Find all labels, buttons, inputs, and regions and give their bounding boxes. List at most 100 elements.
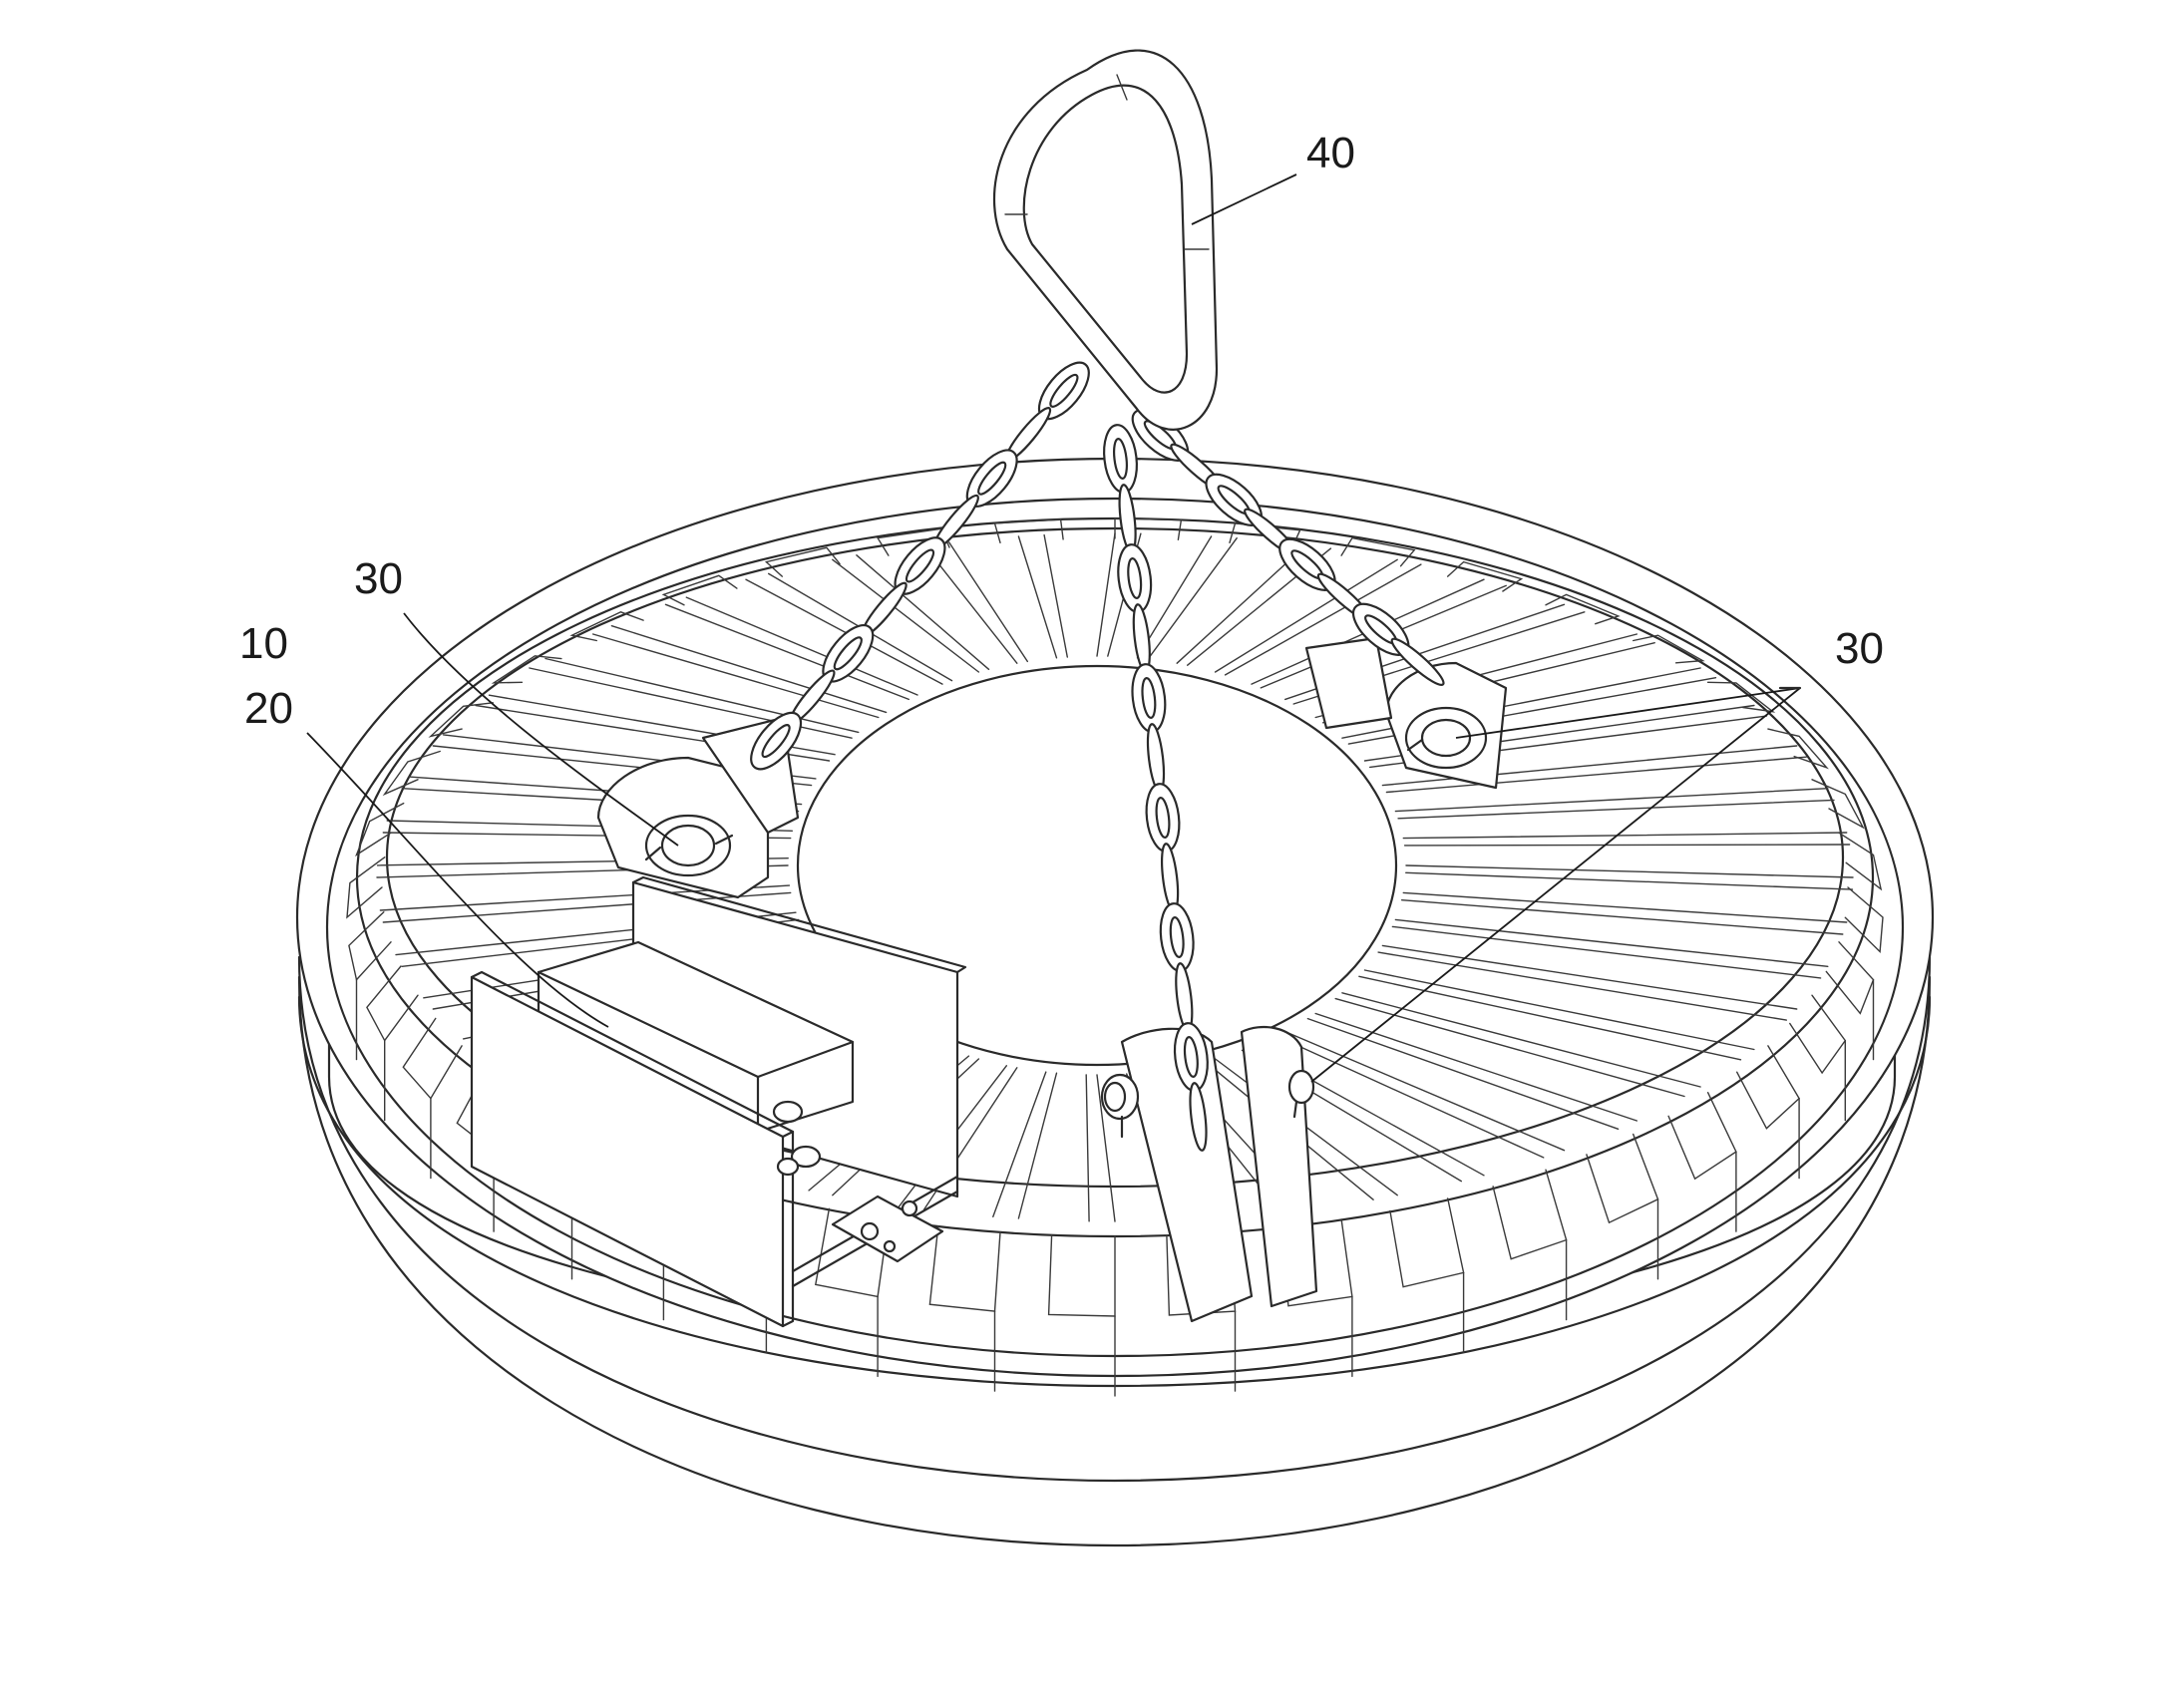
rim-tooth <box>993 518 1064 543</box>
leader-30-right-a <box>1455 687 1801 739</box>
rim-tooth <box>1825 941 1875 1015</box>
lifting-ring <box>993 49 1219 431</box>
rib-line <box>1224 563 1422 676</box>
rim-tooth <box>1492 1169 1568 1260</box>
rim-tooth <box>1389 1197 1465 1288</box>
chain-link <box>1390 637 1445 686</box>
left-pin <box>660 824 716 867</box>
rib-line <box>1017 1072 1058 1219</box>
rim-tooth <box>1667 1092 1737 1181</box>
rib-line <box>1394 918 1829 967</box>
label-40: 40 <box>1306 129 1355 177</box>
rim-tooth <box>1767 728 1829 770</box>
rib-line <box>1085 1074 1090 1222</box>
rim-tooth <box>764 546 841 577</box>
rib-line <box>832 558 980 673</box>
rib-line <box>1391 925 1822 979</box>
rib-line <box>664 603 909 701</box>
rib-line <box>947 541 1029 663</box>
rib-line <box>1306 1017 1620 1131</box>
leader-20 <box>306 732 609 1028</box>
chain-link-opening <box>761 724 791 759</box>
rim-tooth <box>1736 1045 1800 1130</box>
rim-tooth <box>661 574 738 606</box>
rib-line <box>382 891 792 923</box>
rib-line <box>1402 832 1848 840</box>
rim-tooth <box>1789 994 1847 1075</box>
leader-30-right-b <box>1310 687 1801 1083</box>
rim-tooth <box>348 911 392 982</box>
chain-link-opening <box>1049 373 1079 408</box>
rim-tooth <box>366 965 419 1042</box>
rib-line <box>1377 951 1788 1021</box>
rib-line <box>1400 899 1844 935</box>
rim-tooth <box>1340 536 1416 567</box>
rim-tooth <box>1447 560 1524 592</box>
reference-labels: 40 30 10 20 30 <box>239 129 1884 733</box>
rim-tooth <box>355 802 405 857</box>
rim-tooth <box>491 655 562 684</box>
reference-leaders <box>306 173 1802 1083</box>
rib-line <box>545 657 860 734</box>
rib-line <box>1405 871 1854 890</box>
chain-link-opening <box>1113 438 1128 480</box>
rim-tooth <box>928 1225 1001 1312</box>
rib-line <box>1402 891 1848 923</box>
rim-tooth <box>346 856 386 919</box>
rib-line <box>1147 537 1238 660</box>
rim-tooth <box>402 1017 463 1100</box>
rib-line <box>1363 969 1755 1051</box>
chain-link-opening <box>833 636 863 671</box>
rim-tooth <box>1811 779 1865 830</box>
label-30-left: 30 <box>354 554 403 603</box>
rib-line <box>1358 975 1742 1061</box>
rim-tooth <box>569 611 644 642</box>
rib-line <box>1043 533 1069 658</box>
leader-30-left <box>403 612 679 847</box>
rib-line <box>992 1071 1047 1218</box>
label-20: 20 <box>244 684 293 733</box>
rib-line <box>1214 558 1398 673</box>
chain-link <box>1189 1082 1208 1152</box>
chain-link-opening <box>1169 916 1185 958</box>
label-30-right: 30 <box>1835 624 1884 673</box>
rib-line <box>1403 844 1851 847</box>
rim-tooth <box>1838 832 1883 891</box>
rim-tooth <box>382 750 441 797</box>
rim-tooth <box>814 1207 890 1298</box>
rim-tooth <box>428 702 494 738</box>
right-clevis-mount <box>1304 636 1508 790</box>
rib-line <box>1385 756 1807 794</box>
rim-tooth <box>1844 886 1884 954</box>
leader-40 <box>1191 173 1297 225</box>
rib-line <box>610 625 888 714</box>
rib-line <box>685 596 918 696</box>
rim-tooth <box>1633 634 1705 664</box>
chain-link-opening <box>977 461 1007 496</box>
rib-line <box>1096 1074 1116 1222</box>
rib-line <box>1394 788 1829 813</box>
rim-tooth <box>1114 517 1183 540</box>
rib-line <box>856 554 990 670</box>
rim-tooth <box>1706 681 1776 713</box>
rim-tooth <box>1586 1133 1659 1224</box>
rib-line <box>745 578 943 685</box>
lifting-chains <box>750 361 1445 1152</box>
chain-link-opening <box>1141 677 1157 719</box>
rib-line <box>1405 864 1854 878</box>
front-clevis-mount <box>1100 1025 1318 1323</box>
rib-line <box>1275 1035 1545 1159</box>
battery-box-assembly <box>470 875 967 1328</box>
rib-line <box>1381 944 1798 1010</box>
chain-link-opening <box>905 548 935 583</box>
chain-link-opening <box>1155 797 1171 839</box>
rib-line <box>1096 532 1116 657</box>
rib-line <box>1017 535 1058 659</box>
rib-line <box>1283 1030 1566 1152</box>
chain-link-opening <box>1127 557 1143 599</box>
label-10: 10 <box>239 619 288 668</box>
rim-tooth <box>1545 593 1621 625</box>
rib-line <box>592 633 880 719</box>
